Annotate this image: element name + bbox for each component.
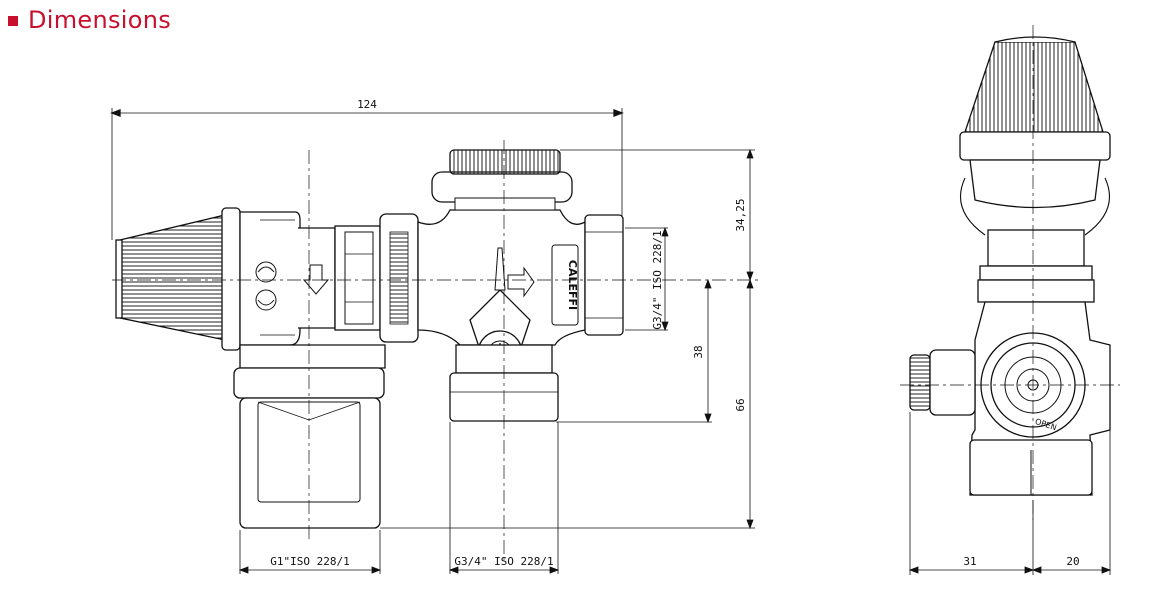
dim-side-right-label: 20 [1066,555,1079,568]
pressure-cap-left [115,207,241,351]
dim-mid-height-label: 38 [692,345,705,358]
left-valve-body [239,211,381,346]
dimension-width-124 [110,108,624,240]
thread-bottom-right-label: G3/4" ISO 228/1 [454,555,553,568]
thread-bottom-left-label: G1"ISO 228/1 [270,555,349,568]
connection-nut [379,213,419,343]
dimension-bottom-group [238,422,560,574]
dim-top-height-label: 34,25 [734,198,747,231]
dim-width-label: 124 [357,98,377,111]
section-title: Dimensions [28,6,172,34]
dimension-right-group [380,148,755,530]
square-bullet-icon [8,16,18,26]
section-header: Dimensions [8,2,171,38]
lower-left-connector [233,344,386,529]
central-mixing-body [417,149,624,422]
brand-mark: CALEFFI [566,260,579,310]
dim-side-left-label: 31 [963,555,976,568]
center-lines [112,140,760,560]
side-view [900,25,1120,575]
thread-side-label: G3/4" ISO 228/1 [651,230,664,329]
dim-lower-height-label: 66 [734,398,747,411]
front-view [110,108,760,574]
